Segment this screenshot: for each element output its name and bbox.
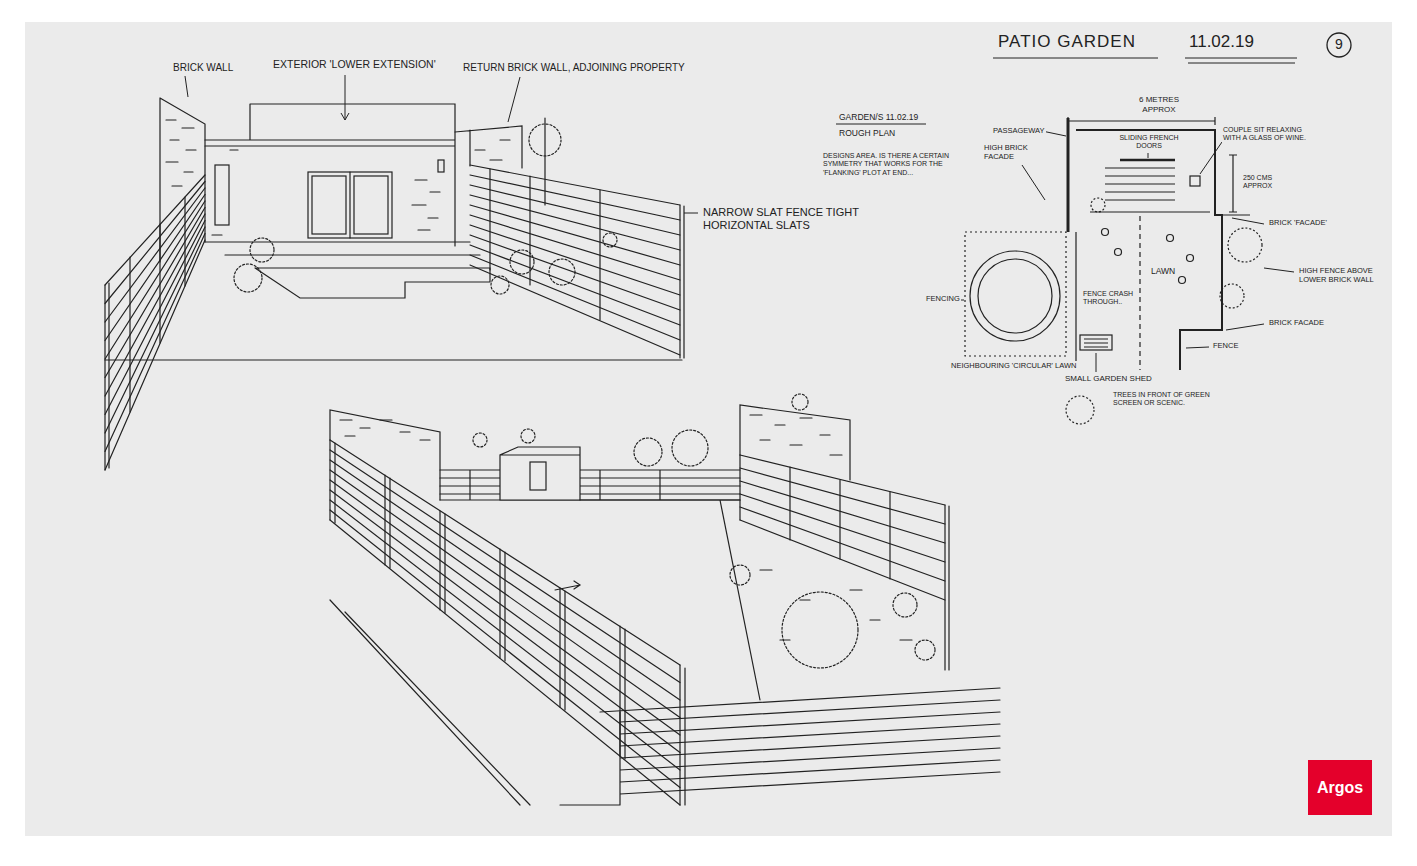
annotation: RETURN BRICK WALL, ADJOINING PROPERTY bbox=[462, 62, 686, 74]
plan-label: HIGH FENCE ABOVE LOWER BRICK WALL bbox=[1298, 266, 1380, 284]
perspective-sketch-top bbox=[105, 98, 684, 470]
brand-name: Argos bbox=[1317, 779, 1363, 797]
page-number-circle: 9 bbox=[1326, 32, 1352, 58]
sheet-date: 11.02.19 bbox=[1188, 32, 1255, 52]
plan-heading: ROUGH PLAN bbox=[838, 128, 896, 138]
plan-label: BRICK FACADE bbox=[1268, 318, 1325, 327]
circle-outline bbox=[1327, 33, 1351, 57]
plan-heading: GARDEN/S 11.02.19 bbox=[838, 112, 919, 122]
plan-label: FENCE CRASH THROUGH.. bbox=[1082, 290, 1136, 307]
plan-label: HIGH BRICK FACADE bbox=[983, 143, 1035, 161]
annotation: EXTERIOR 'LOWER EXTENSION' bbox=[272, 58, 437, 71]
sheet-title: PATIO GARDEN bbox=[997, 32, 1137, 52]
page-number: 9 bbox=[1335, 37, 1343, 52]
dimension: 6 METRES APPROX bbox=[1128, 95, 1190, 114]
rough-plan bbox=[965, 117, 1262, 424]
plan-note: DESIGNS AREA. IS THERE A CERTAIN SYMMETR… bbox=[822, 152, 979, 177]
perspective-sketch-bottom bbox=[330, 394, 1000, 805]
brand-logo: Argos bbox=[1308, 760, 1372, 815]
plan-label: LAWN bbox=[1150, 266, 1176, 276]
plan-label: SLIDING FRENCH DOORS bbox=[1118, 134, 1180, 151]
plan-label: TREES IN FRONT OF GREEN SCREEN OR SCENIC… bbox=[1112, 391, 1224, 408]
paper-panel bbox=[25, 22, 1392, 836]
plan-label: NEIGHBOURING 'CIRCULAR' LAWN bbox=[950, 361, 1078, 370]
plan-label: COUPLE SIT RELAXING WITH A GLASS OF WINE… bbox=[1222, 126, 1314, 143]
plan-label: FENCING bbox=[925, 294, 961, 303]
annotation: BRICK WALL bbox=[172, 62, 234, 74]
plan-label: SMALL GARDEN SHED bbox=[1064, 374, 1153, 384]
plan-label: FENCE bbox=[1212, 341, 1239, 350]
annotation: NARROW SLAT FENCE TIGHT HORIZONTAL SLATS bbox=[702, 206, 879, 232]
leader-lines bbox=[185, 58, 1297, 372]
dimension: 250 CMS APPROX bbox=[1242, 174, 1289, 191]
plan-label: PASSAGEWAY bbox=[992, 126, 1046, 135]
plan-label: BRICK 'FACADE' bbox=[1268, 218, 1328, 227]
